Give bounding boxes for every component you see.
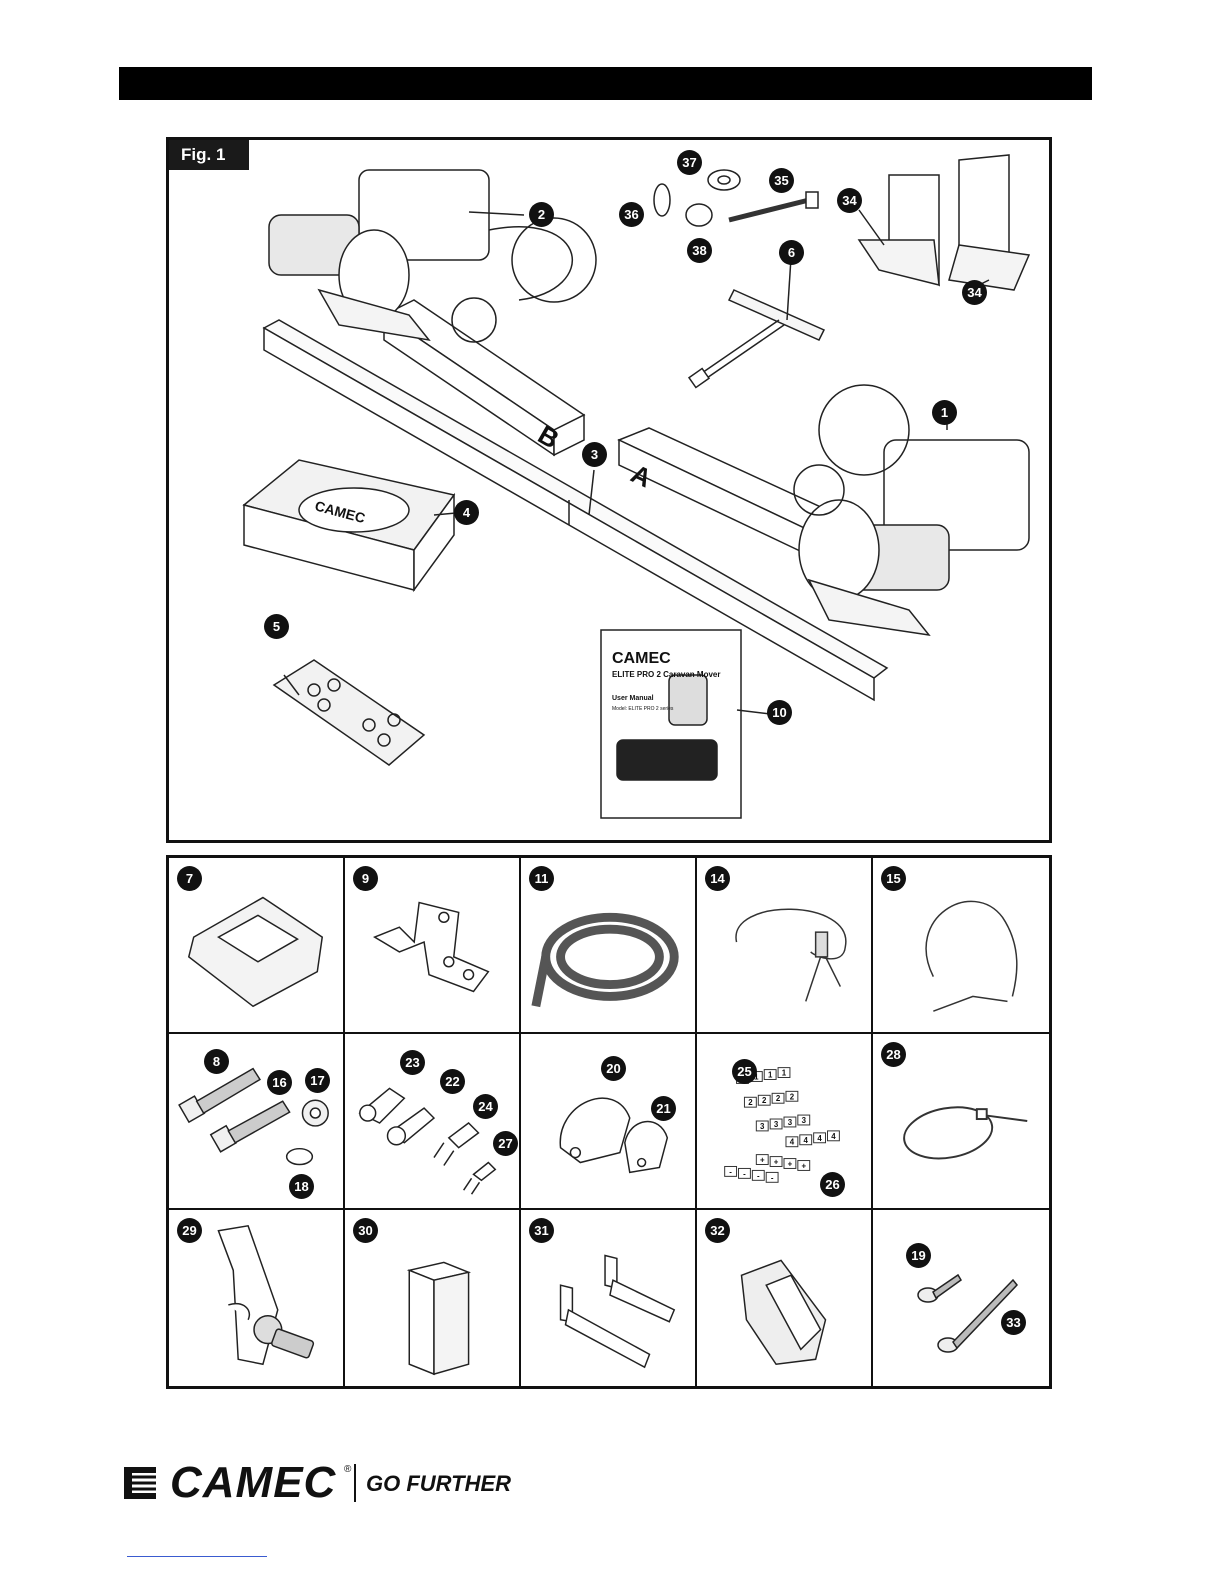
svg-text:+: + [788, 1159, 793, 1168]
t-handle-tool [689, 290, 824, 388]
callout-16: 16 [267, 1070, 292, 1095]
svg-text:+: + [774, 1158, 779, 1167]
svg-text:4: 4 [804, 1136, 809, 1145]
part-cell-32: 32 [697, 1210, 873, 1386]
part-cell-screws: 19 33 [873, 1210, 1049, 1386]
part-cell-30: 30 [345, 1210, 521, 1386]
svg-text:2: 2 [790, 1092, 795, 1101]
callout-8: 8 [204, 1049, 229, 1074]
callout-14: 14 [705, 866, 730, 891]
svg-text:+: + [760, 1156, 765, 1165]
washers [654, 170, 740, 226]
callout-38: 38 [687, 238, 712, 263]
callout-23: 23 [400, 1050, 425, 1075]
callout-22: 22 [440, 1069, 465, 1094]
brand-footer: CAMEC ® GO FURTHER [118, 1458, 518, 1508]
callout-1: 1 [932, 400, 957, 425]
svg-text:-: - [729, 1167, 732, 1176]
callout-20: 20 [601, 1056, 626, 1081]
camec-logo-icon [118, 1461, 162, 1505]
footer-rule [127, 1556, 267, 1557]
svg-text:+: + [801, 1161, 806, 1170]
part-cell-28: 28 [873, 1034, 1049, 1210]
svg-text:4: 4 [790, 1138, 795, 1147]
registered-mark: ® [344, 1464, 351, 1475]
callout-30: 30 [353, 1218, 378, 1243]
part-cell-7: 7 [169, 858, 345, 1034]
callout-5: 5 [264, 614, 289, 639]
motor-unit-right [794, 385, 1029, 635]
callout-33: 33 [1001, 1310, 1026, 1335]
part-cell-29: 29 [169, 1210, 345, 1386]
svg-text:4: 4 [817, 1134, 822, 1143]
manual-brand: CAMEC [612, 650, 671, 667]
callout-19: 19 [906, 1243, 931, 1268]
callout-29: 29 [177, 1218, 202, 1243]
part-cell-11: 11 [521, 858, 697, 1034]
callout-34b: 34 [962, 280, 987, 305]
callout-26: 26 [820, 1172, 845, 1197]
callout-35: 35 [769, 168, 794, 193]
callout-7: 7 [177, 866, 202, 891]
svg-text:2: 2 [762, 1096, 767, 1105]
bolts-drawing [169, 1034, 343, 1208]
callout-34a: 34 [837, 188, 862, 213]
manual-title: ELITE PRO 2 Caravan Mover [612, 670, 720, 679]
part-cell-15: 15 [873, 858, 1049, 1034]
manual-model: Model: ELITE PRO 2 series [612, 706, 674, 712]
callout-11: 11 [529, 866, 554, 891]
mount-brackets [859, 155, 1029, 290]
svg-text:-: - [757, 1171, 760, 1180]
callout-36: 36 [619, 202, 644, 227]
part-cell-14: 14 [697, 858, 873, 1034]
callout-17: 17 [305, 1068, 330, 1093]
lugs-drawing [345, 1034, 519, 1208]
remote-control [274, 660, 424, 765]
svg-text:3: 3 [788, 1118, 793, 1127]
svg-text:2: 2 [748, 1098, 753, 1107]
callout-27: 27 [493, 1131, 518, 1156]
screws-drawing [873, 1210, 1049, 1386]
logo-divider [354, 1464, 356, 1502]
brand-tagline: GO FURTHER [366, 1467, 511, 1501]
callout-37: 37 [677, 150, 702, 175]
callout-18: 18 [289, 1174, 314, 1199]
callout-9: 9 [353, 866, 378, 891]
part-cell-bolts: 8 16 17 18 [169, 1034, 345, 1210]
callout-32: 32 [705, 1218, 730, 1243]
callout-31: 31 [529, 1218, 554, 1243]
main-exploded-view: B A CAMEC CAMEC ELITE PRO 2 Caravan Move… [169, 140, 1049, 840]
callout-10: 10 [767, 700, 792, 725]
svg-text:-: - [743, 1169, 746, 1178]
svg-text:2: 2 [776, 1094, 781, 1103]
svg-text:4: 4 [831, 1132, 836, 1141]
part-cell-9: 9 [345, 858, 521, 1034]
callout-4: 4 [454, 500, 479, 525]
callout-28: 28 [881, 1042, 906, 1067]
parts-grid: 7 9 11 14 [166, 855, 1052, 1389]
callout-24: 24 [473, 1094, 498, 1119]
svg-text:3: 3 [760, 1122, 765, 1131]
callout-3: 3 [582, 442, 607, 467]
callout-25: 25 [732, 1059, 757, 1084]
callout-15: 15 [881, 866, 906, 891]
part-cell-clamps: 20 21 [521, 1034, 697, 1210]
callout-21: 21 [651, 1096, 676, 1121]
part-cell-31: 31 [521, 1210, 697, 1386]
brand-name: CAMEC [170, 1458, 336, 1508]
svg-text:3: 3 [802, 1116, 807, 1125]
callout-2: 2 [529, 202, 554, 227]
svg-text:-: - [771, 1173, 774, 1182]
header-bar [119, 67, 1092, 100]
svg-text:1: 1 [782, 1069, 787, 1078]
svg-text:3: 3 [774, 1120, 779, 1129]
svg-text:1: 1 [768, 1071, 773, 1080]
manual-subtitle: User Manual [612, 695, 654, 702]
callout-6: 6 [779, 240, 804, 265]
bolt-35 [729, 192, 818, 220]
figure-1-panel: Fig. 1 [166, 137, 1052, 843]
control-box [244, 460, 454, 590]
part-cell-lugs: 23 22 24 27 [345, 1034, 521, 1210]
